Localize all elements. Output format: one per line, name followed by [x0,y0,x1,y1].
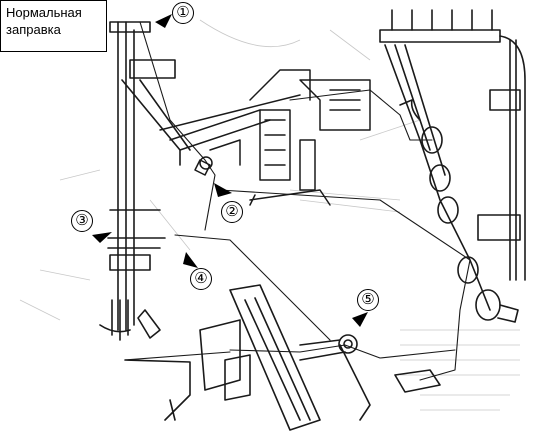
callout-5: ⑤ [357,289,379,311]
arrow-3 [92,232,112,243]
upper-tension-assembly [159,69,371,206]
arrow-1 [155,14,172,28]
needle-plate-area [199,284,441,431]
right-thread-rack [379,9,526,311]
thread-path [124,21,471,381]
arrow-4 [183,252,198,268]
arrow-2 [214,183,232,197]
callout-4: ④ [190,268,212,290]
background-ghost-lines [19,19,520,411]
callout-arrows [92,14,368,327]
callout-1: ① [172,2,194,24]
looper-guide [124,309,191,421]
mode-label-box: Нормальная заправка [0,0,107,52]
callout-3: ③ [71,210,93,232]
arrow-5 [352,312,368,327]
callout-2: ② [221,201,243,223]
left-thread-stand [99,21,191,341]
tension-dials [399,99,519,323]
